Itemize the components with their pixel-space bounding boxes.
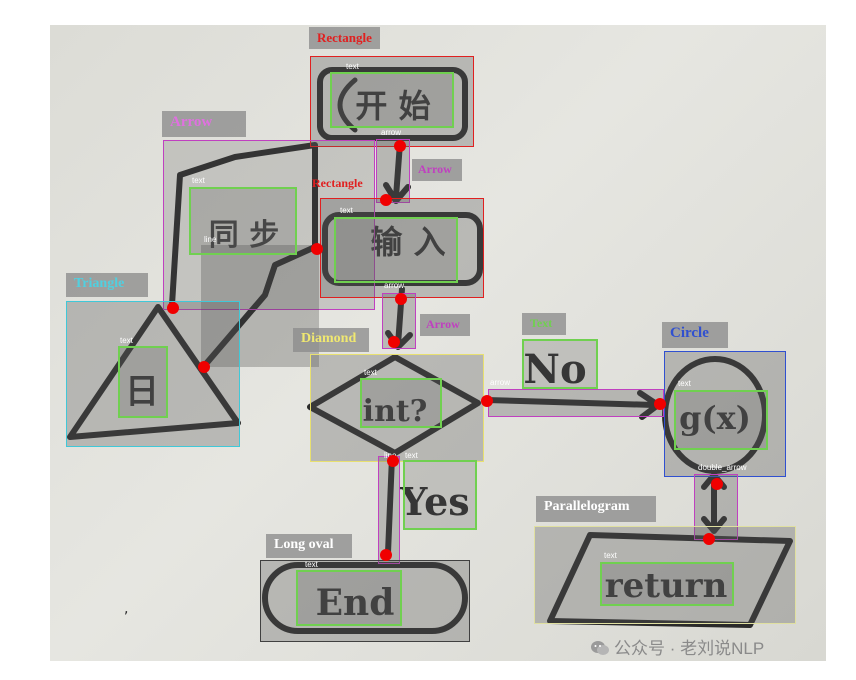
keypoint: [311, 243, 323, 255]
line-label: line: [204, 235, 217, 244]
svg-text:,: ,: [124, 601, 128, 617]
arrow-input-diamond-tag: Arrow: [420, 314, 470, 336]
arrow-input-diamond-label: arrow: [384, 281, 405, 290]
no-text: No: [523, 346, 586, 393]
circle-box: [664, 351, 786, 477]
wechat-icon: [590, 640, 610, 661]
start-text-box: [330, 72, 454, 128]
start-text: 开 始: [355, 87, 430, 125]
int-text-label: text: [364, 368, 377, 377]
int-text: int?: [363, 394, 428, 429]
line-to-triangle-ink: [202, 244, 318, 368]
arrow-diamond-circle-label: arrow: [490, 378, 511, 387]
arrow-start-input-label: arrow: [381, 128, 402, 137]
gx-text-box: [674, 390, 768, 450]
input-shape-ink: [322, 212, 483, 286]
keypoint: [654, 398, 666, 410]
start-shape-ink: [317, 67, 468, 141]
text-no-tag: Text: [522, 313, 566, 335]
yes-text: Yes: [399, 479, 469, 524]
diamond-tag: Diamond: [293, 328, 369, 352]
keypoint: [167, 302, 179, 314]
day-text-box: [118, 346, 168, 418]
keypoint: [380, 194, 392, 206]
arrow-start-input-tag: Arrow: [412, 159, 462, 181]
return-text-box: [600, 562, 734, 606]
arrow-diamond-circle-box: [488, 389, 664, 417]
end-text-label: text: [305, 560, 318, 569]
input-text-label: text: [340, 206, 353, 215]
sync-text: 同 步: [209, 218, 279, 253]
end-text: End: [316, 582, 395, 624]
start-left-bracket-ink: [337, 77, 358, 133]
keypoint: [387, 455, 399, 467]
yes-text-box: [403, 460, 477, 530]
triangle-box: [66, 301, 240, 447]
rectangle-start-box: [310, 56, 474, 147]
loop-arrow-ink: [169, 142, 318, 308]
arrow-start-input-ink: [383, 140, 411, 204]
yes-text-label: text: [405, 451, 418, 460]
keypoint: [380, 549, 392, 561]
end-text-box: [296, 570, 402, 626]
circle-ink: [662, 356, 768, 474]
triangle-tag: Triangle: [66, 273, 148, 297]
diamond-ink: [307, 354, 481, 456]
keypoint: [703, 533, 715, 545]
gx-text: g(x): [679, 399, 751, 437]
day-text: 日: [125, 372, 159, 412]
keypoint: [198, 361, 210, 373]
arrow-loop-tag: Arrow: [162, 111, 246, 137]
keypoint: [395, 293, 407, 305]
watermark: 公众号 · 老刘说NLP: [590, 634, 764, 661]
rectangle-input-tag: Rectangle: [312, 176, 363, 190]
double-arrow-label: double_arrow: [698, 463, 747, 472]
long-oval-tag: Long oval: [266, 534, 352, 558]
sync-text-box: [189, 187, 297, 255]
no-text-box: [522, 339, 598, 389]
start-text-label: text: [346, 62, 359, 71]
watermark-text: 公众号 · 老刘说NLP: [614, 639, 765, 658]
handwritten-flowchart-ink: 开 始 同 步 输 入 日 int? No g(x) Yes End retur…: [67, 67, 793, 634]
input-text: 输 入: [370, 223, 445, 261]
int-text-box: [360, 378, 442, 428]
long-oval-box: [260, 560, 470, 642]
day-text-label: text: [120, 336, 133, 345]
keypoint: [394, 140, 406, 152]
keypoint: [388, 336, 400, 348]
circle-tag: Circle: [662, 322, 728, 348]
input-text-box: [334, 217, 458, 283]
line-diamond-end-box: [378, 456, 400, 564]
return-text: return: [605, 566, 728, 606]
long-oval-ink: [262, 562, 468, 634]
return-text-label: text: [604, 551, 617, 560]
sync-text-label: text: [192, 176, 205, 185]
parallelogram-box: [534, 526, 796, 624]
parallelogram-tag: Parallelogram: [536, 496, 656, 522]
keypoint: [481, 395, 493, 407]
gx-text-label: text: [678, 379, 691, 388]
keypoint: [711, 478, 723, 490]
rectangle-start-tag: Rectangle: [309, 27, 380, 49]
line-diamond-end-ink: [385, 454, 395, 556]
